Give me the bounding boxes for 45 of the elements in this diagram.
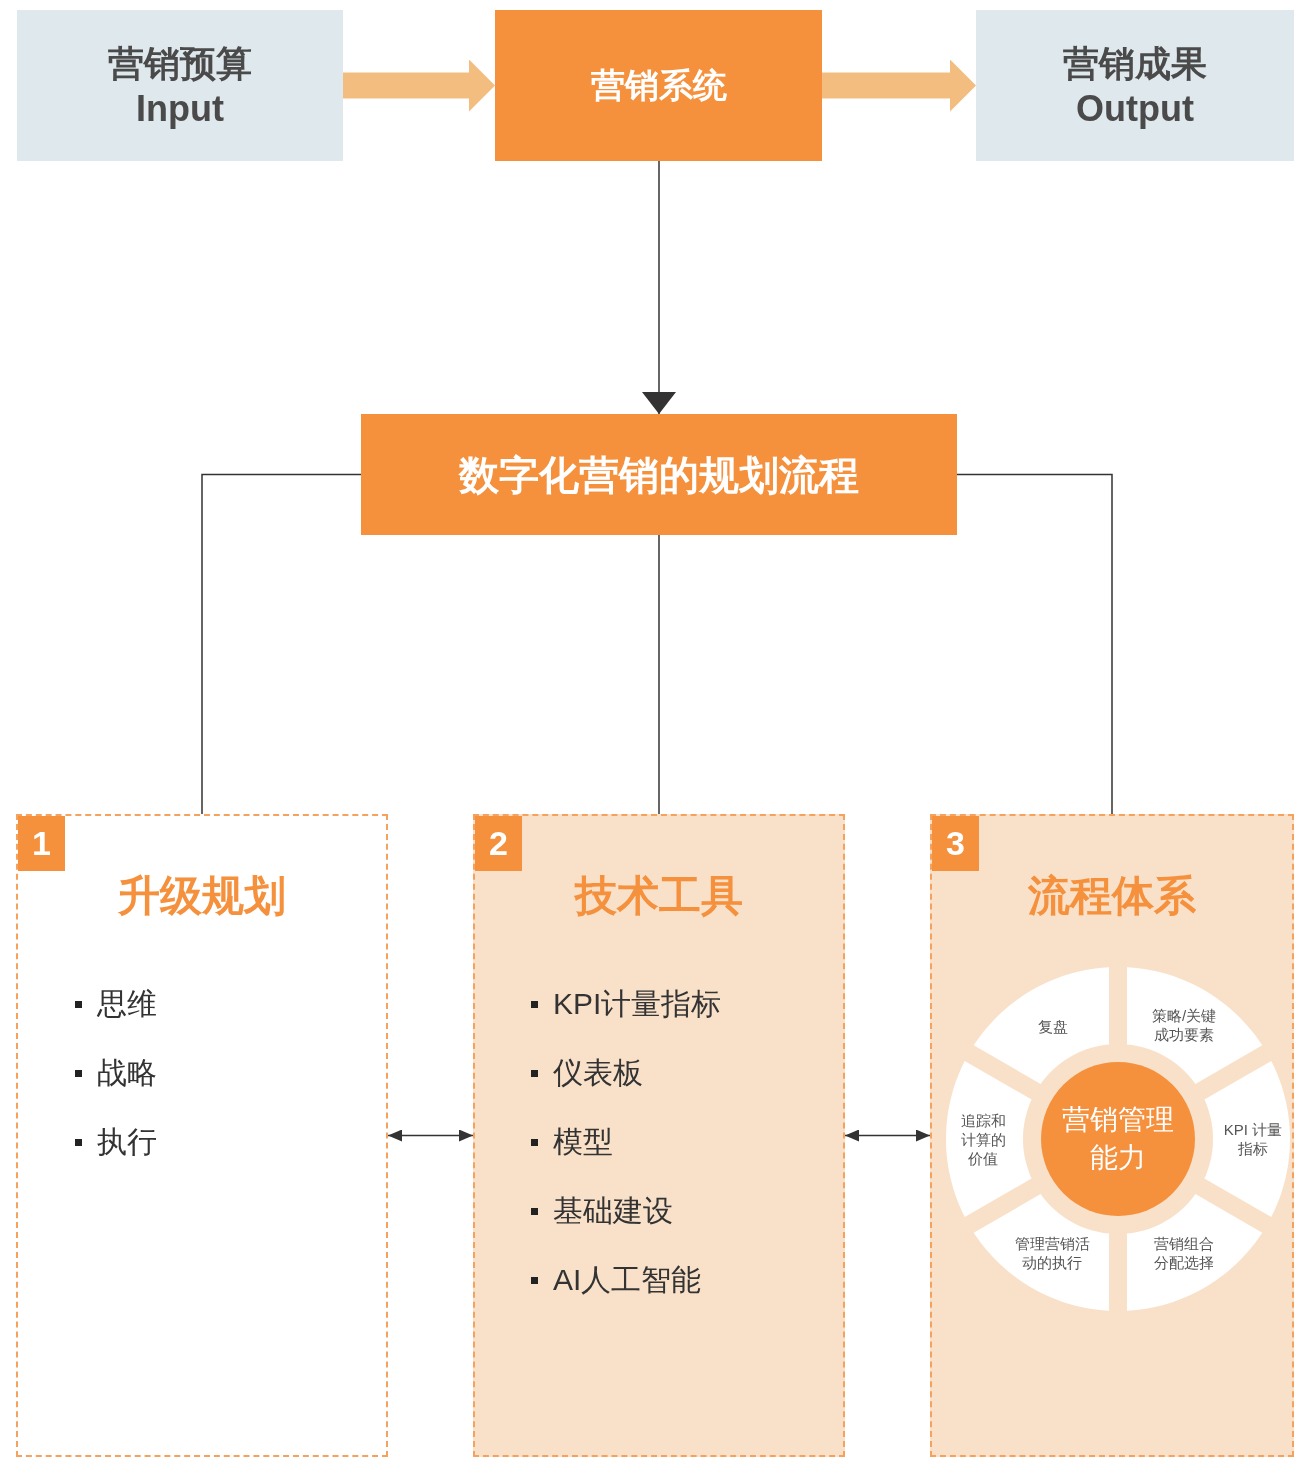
list-item: 基础建设 [531,1193,673,1229]
arrow [844,1129,931,1142]
dashed-panel [16,814,388,1457]
arrow [387,1129,474,1142]
segment-label: 追踪和计算的价值 [960,1110,1006,1168]
box-label: Output [1076,86,1194,131]
number-badge [475,816,522,871]
segment-label: 策略/关键成功要素 [1150,1005,1218,1044]
box-label: 数字化营销的规划流程 [459,451,859,499]
panel-title: 技术工具 [573,871,744,921]
label-box [17,10,343,161]
system-box [495,10,822,161]
dashed-panel [930,814,1294,1457]
box-label: 营销系统 [590,65,727,107]
list-item: 战略 [75,1055,157,1091]
arrow [642,160,676,415]
number-badge [932,816,979,871]
badge-number: 2 [489,824,508,863]
connector-line [956,473,1113,815]
list-item: 思维 [75,986,157,1022]
process-box [361,414,957,535]
connector-line [201,473,362,815]
dashed-panel [473,814,845,1457]
number-badge [18,816,65,871]
box-label: 营销成果 [1063,41,1207,86]
badge-number: 3 [946,824,965,863]
segment-label: KPI 计量指标 [1222,1120,1284,1158]
list-item: AI人工智能 [531,1262,702,1298]
segment-label: 营销组合分配选择 [1153,1234,1215,1273]
label-box [976,10,1294,161]
badge-number: 1 [32,824,51,863]
arrow [822,59,976,112]
list-item: 执行 [75,1124,157,1160]
circle-label: 营销管理能力 [1061,1103,1175,1175]
segment-label: 复盘 [1038,1016,1068,1036]
box-label: Input [136,86,224,131]
list-item: KPI计量指标 [531,986,722,1022]
list-item: 仪表板 [531,1055,643,1091]
list-item: 模型 [531,1124,613,1160]
box-label: 营销预算 [108,41,252,86]
arrow [343,59,495,112]
panel-title: 升级规划 [117,871,287,921]
segment-label: 管理营销活动的执行 [1013,1234,1091,1273]
panel-title: 流程体系 [1027,871,1197,921]
connector-line [658,534,660,815]
